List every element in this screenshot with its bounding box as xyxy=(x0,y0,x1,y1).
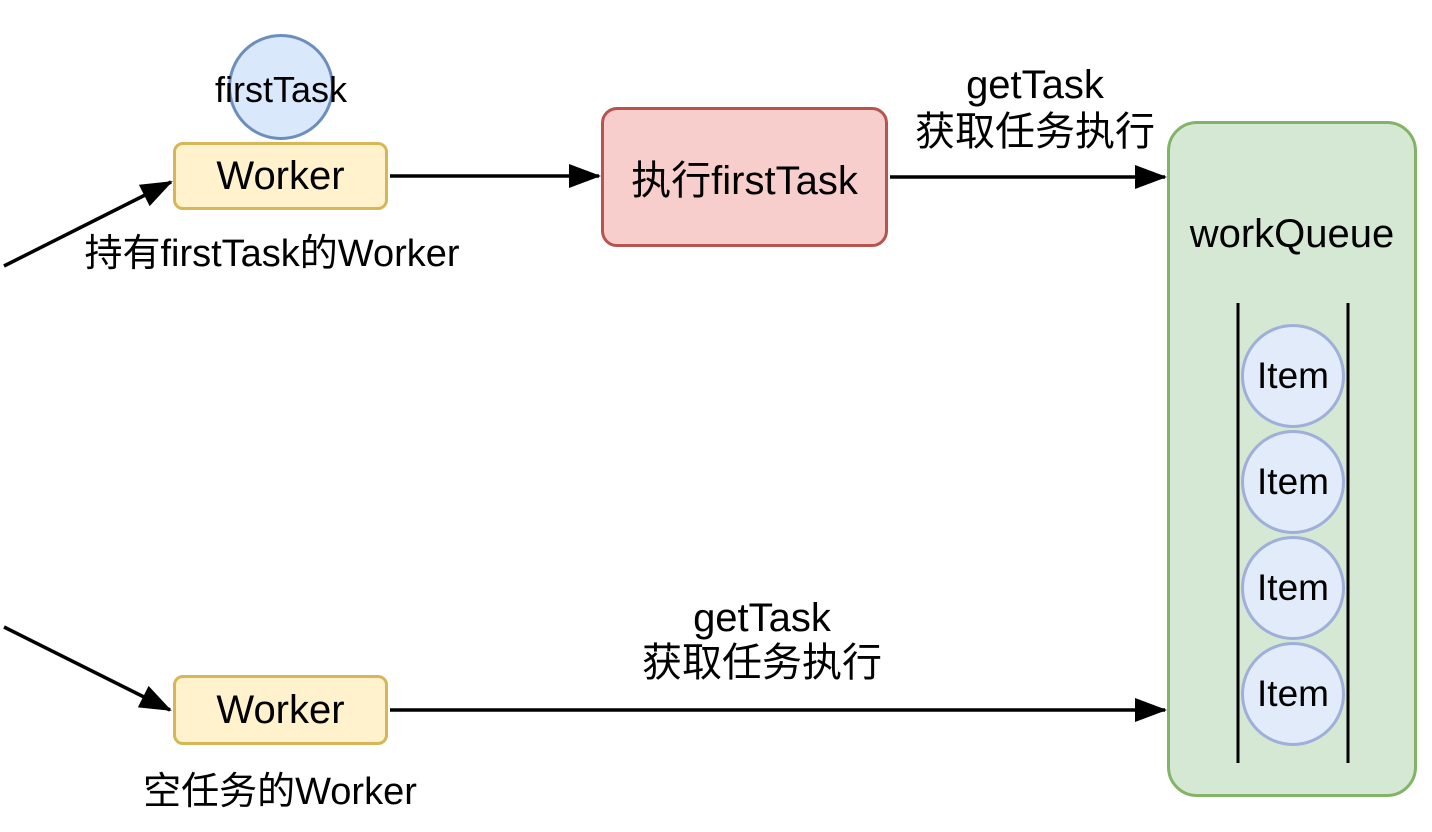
queue-item-label: Item xyxy=(1257,461,1329,502)
exec-first-task-node: 执行firstTask xyxy=(601,107,888,247)
work-queue-title: workQueue xyxy=(1189,212,1395,256)
edge-label-get-task-bottom-line2: 获取任务执行 xyxy=(642,641,882,685)
worker-bottom-caption: 空任务的Worker xyxy=(143,771,417,813)
queue-item: Item xyxy=(1241,430,1345,534)
edge-label-get-task-top-line2: 获取任务执行 xyxy=(915,110,1155,154)
edge-label-get-task-top-line1: getTask xyxy=(966,63,1104,107)
edge-label-get-task-bottom-line1: getTask xyxy=(693,596,831,640)
arrow-to-worker-top xyxy=(3,180,173,268)
first-task-circle xyxy=(228,34,334,140)
worker-top-caption: 持有firstTask的Worker xyxy=(84,233,460,275)
edge-label-get-task-top: getTask 获取任务执行 xyxy=(895,62,1175,156)
exec-first-task-label: 执行firstTask xyxy=(631,159,858,203)
edge-label-get-task-bottom: getTask 获取任务执行 xyxy=(622,596,902,686)
first-task-label: firstTask xyxy=(214,69,347,110)
queue-item: Item xyxy=(1241,642,1345,746)
queue-item: Item xyxy=(1241,536,1345,640)
queue-item-label: Item xyxy=(1257,567,1329,608)
queue-item-label: Item xyxy=(1257,673,1329,714)
worker-top-node: Worker xyxy=(173,142,388,210)
arrow-to-worker-bottom xyxy=(3,625,172,712)
worker-bottom-node: Worker xyxy=(173,675,388,745)
queue-item: Item xyxy=(1241,324,1345,428)
worker-top-label: Worker xyxy=(216,153,345,198)
queue-item-label: Item xyxy=(1257,355,1329,396)
worker-bottom-label: Worker xyxy=(216,687,345,732)
